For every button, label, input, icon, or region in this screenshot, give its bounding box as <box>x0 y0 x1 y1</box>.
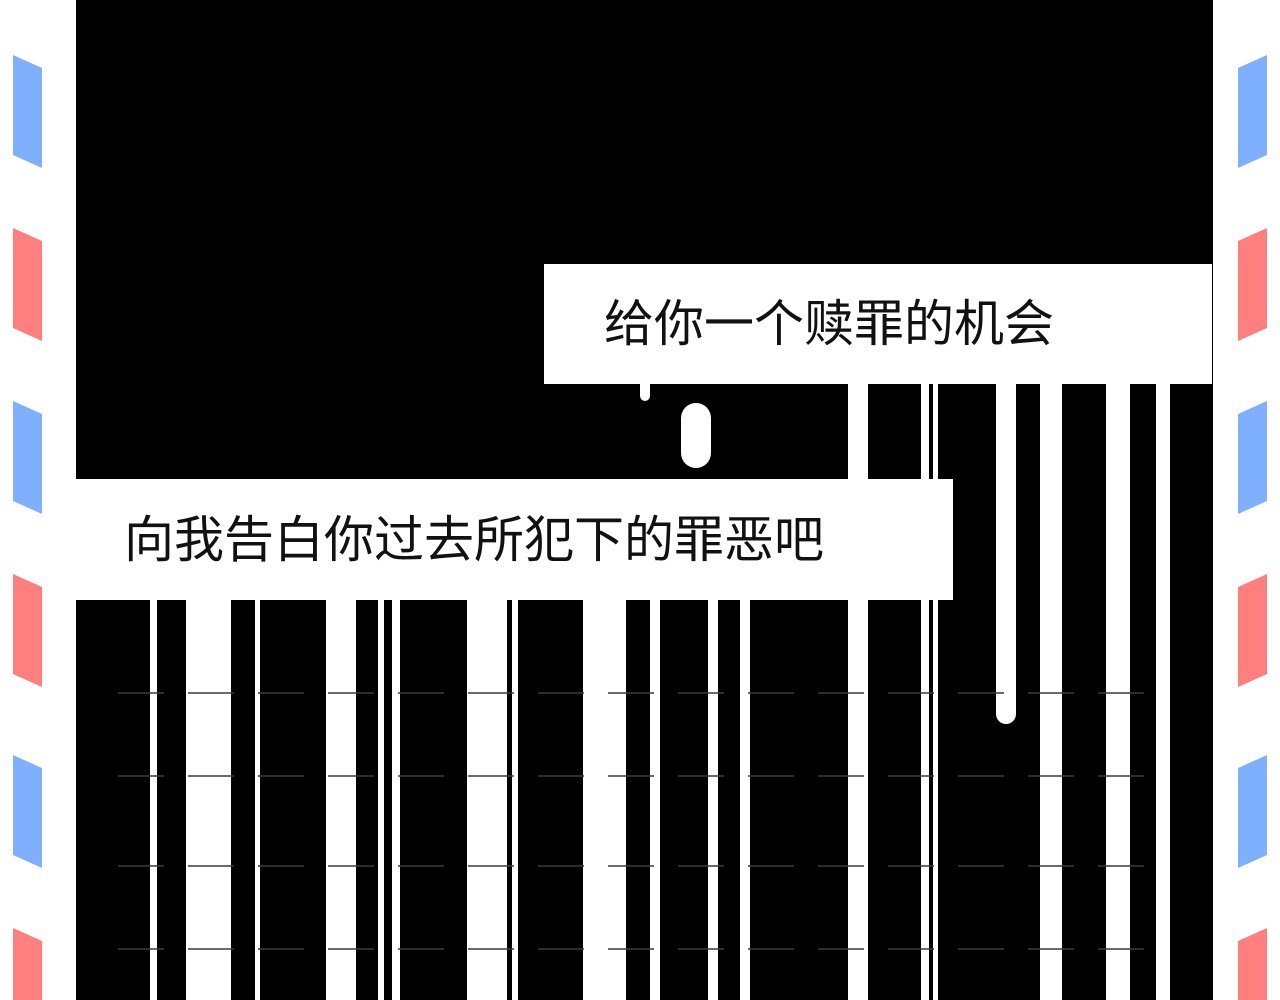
drip-streak <box>583 600 626 1000</box>
caption-text-top: 给你一个赎罪的机会 <box>604 295 1054 353</box>
drip-streak <box>1156 380 1170 1000</box>
border-stripe-blue <box>13 55 42 168</box>
drip-streak <box>650 600 660 1000</box>
drip-streak <box>708 600 718 1000</box>
drip-streak <box>326 600 356 1000</box>
border-stripe-red <box>1238 928 1267 1000</box>
drip-streak <box>921 380 929 480</box>
drip-streak <box>255 600 260 1000</box>
drip-streak <box>186 600 231 1000</box>
drip-streak <box>933 600 938 1000</box>
drip-droplet <box>681 403 711 468</box>
drip-streak <box>921 600 929 1000</box>
drip-streak <box>1040 380 1062 1000</box>
drip-streak <box>378 600 384 1000</box>
border-stripe-red <box>13 574 42 687</box>
border-stripe-red <box>13 928 42 1000</box>
drip-streak <box>1106 380 1130 1000</box>
drip-streak <box>740 600 750 1000</box>
drip-streak <box>848 600 868 1000</box>
border-stripe-red <box>13 228 42 341</box>
border-stripe-blue <box>13 755 42 868</box>
border-stripe-red <box>1238 228 1267 341</box>
drip-streak <box>933 380 938 480</box>
drip-streak <box>150 600 157 1000</box>
airmail-border-right <box>1238 55 1267 1000</box>
border-stripe-red <box>1238 574 1267 687</box>
drip-streak <box>467 600 507 1000</box>
border-stripe-blue <box>1238 401 1267 514</box>
border-stripe-blue <box>1238 755 1267 868</box>
border-stripe-blue <box>1238 55 1267 168</box>
caption-box-bottom: 向我告白你过去所犯下的罪恶吧 <box>76 479 953 600</box>
caption-text-bottom: 向我告白你过去所犯下的罪恶吧 <box>124 510 824 569</box>
drip-streak <box>512 600 518 1000</box>
drip-streaks-upper <box>640 380 1170 1000</box>
drip-streak <box>392 600 400 1000</box>
drip-streak <box>848 380 868 480</box>
drip-streak <box>996 380 1016 724</box>
ruled-lines <box>118 692 1150 950</box>
border-stripe-blue <box>13 401 42 514</box>
caption-box-top: 给你一个赎罪的机会 <box>544 264 1212 384</box>
drip-droplet <box>640 380 650 401</box>
drip-streaks-lower <box>150 600 938 1000</box>
airmail-border-left <box>13 55 42 1000</box>
